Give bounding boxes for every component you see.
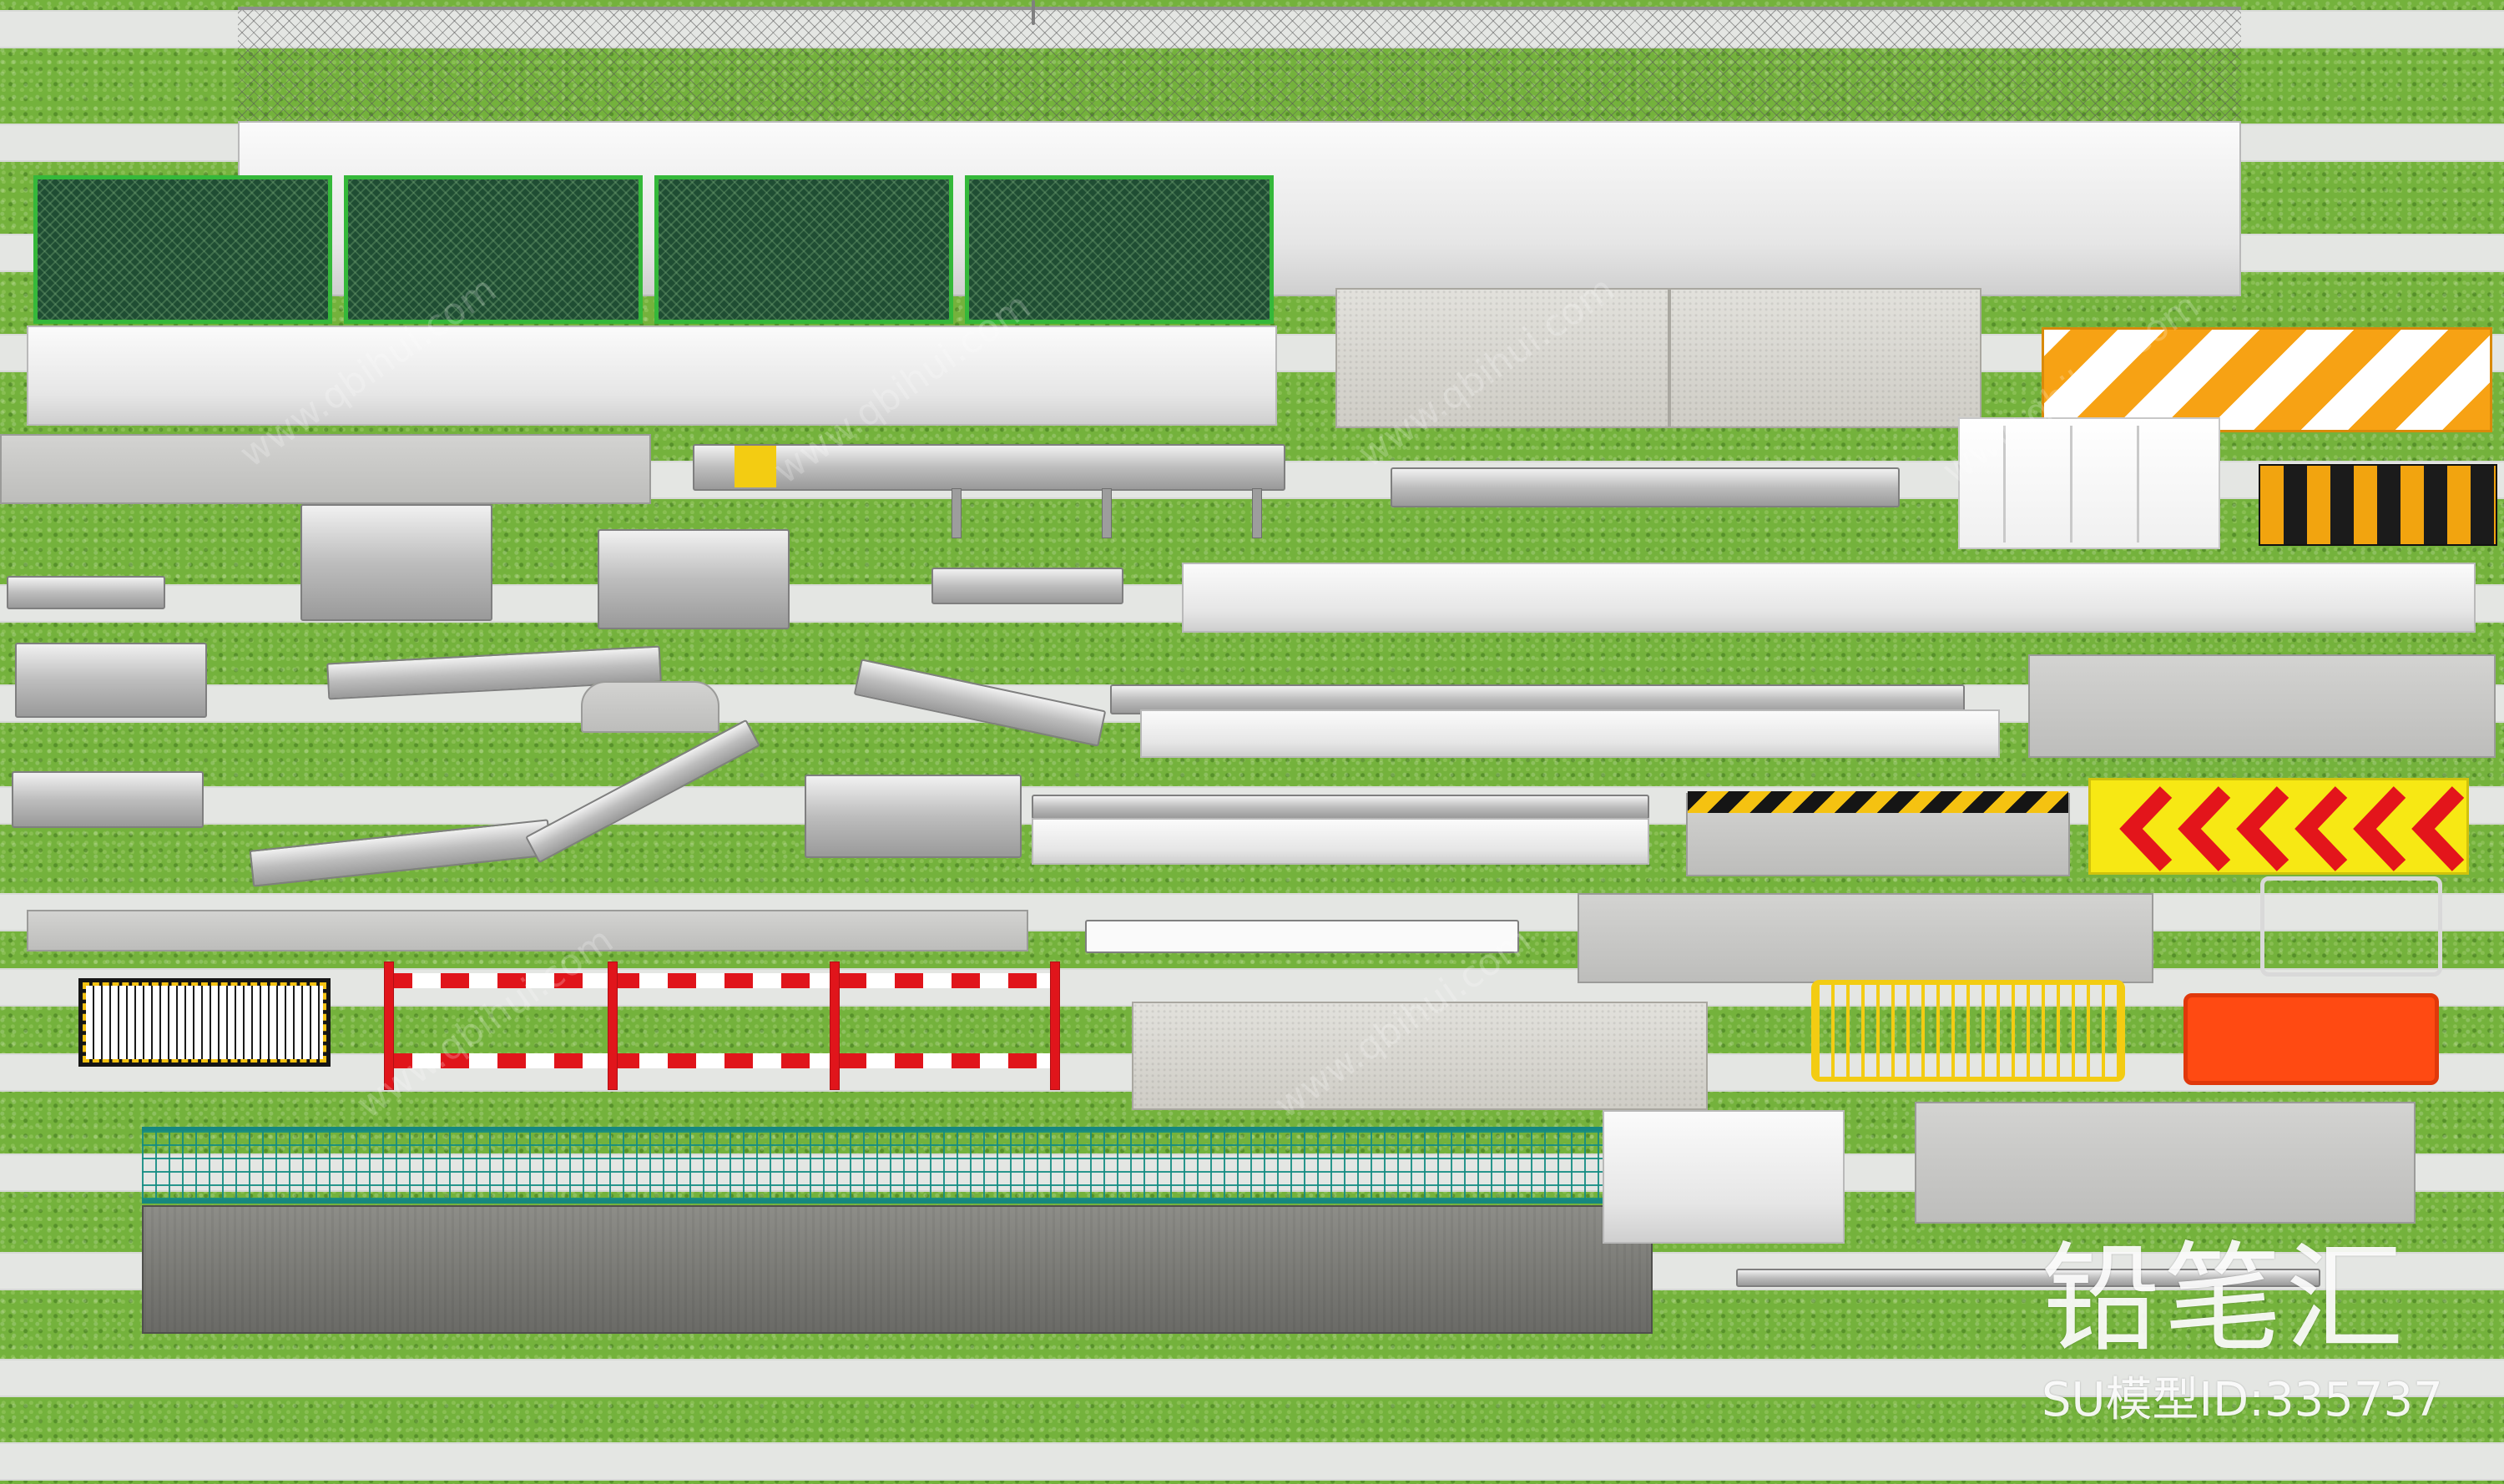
guardrail-post — [1102, 488, 1112, 538]
chevron-warning-sign — [2088, 778, 2469, 875]
short-guardrail — [7, 576, 165, 609]
grey-concrete-block — [2028, 654, 2496, 758]
green-mesh-panel — [654, 175, 953, 324]
concrete-beam — [0, 434, 651, 504]
white-water-filled-barrier — [1958, 417, 2220, 549]
yellow-crowd-control-barrier — [1811, 980, 2125, 1082]
pipe-guardrail — [1736, 1269, 2320, 1287]
short-guardrail — [931, 568, 1123, 604]
red-white-barrier-top-rail — [384, 973, 1058, 988]
black-yellow-hazard-stripe — [1688, 791, 2068, 813]
guardrail-post — [952, 488, 962, 538]
green-mesh-panel — [965, 175, 1274, 324]
orange-striped-barricade — [2042, 327, 2492, 432]
chevron-left-icon — [2119, 786, 2465, 871]
orange-plastic-barrier — [2183, 993, 2439, 1085]
white-pipe-rail — [1085, 920, 1519, 953]
guardrail-post — [1252, 488, 1262, 538]
metal-crowd-barrier-frame — [2260, 876, 2442, 977]
w-beam-guardrail — [1032, 795, 1649, 820]
brand-watermark: 铅笔汇 — [2042, 1230, 2407, 1368]
concrete-wall-segment — [1603, 1110, 1845, 1244]
red-barrier-post — [830, 962, 840, 1090]
teal-mesh-fence — [142, 1127, 1604, 1204]
w-beam-guardrail — [693, 444, 1285, 491]
red-barrier-post — [608, 962, 618, 1090]
black-yellow-barricade — [78, 978, 331, 1067]
model-id-watermark: SU模型ID:335737 — [2042, 1373, 2443, 1427]
long-concrete-beam — [27, 910, 1028, 951]
yellow-end-cap — [735, 446, 776, 487]
stacked-guardrail — [300, 504, 492, 621]
red-barrier-post — [384, 962, 394, 1090]
barrier-divider — [2003, 426, 2006, 543]
low-concrete-barrier — [1032, 818, 1649, 865]
road-lane — [0, 1442, 2504, 1481]
short-guardrail — [15, 643, 207, 718]
angled-guardrail — [853, 659, 1107, 747]
ramped-guardrail — [249, 819, 553, 887]
jersey-barrier — [1335, 288, 1669, 428]
curved-ramp-barrier — [581, 681, 719, 733]
jersey-barrier — [1669, 288, 1981, 428]
stacked-guardrail — [598, 529, 790, 629]
red-barrier-post — [1050, 962, 1060, 1090]
w-beam-guardrail — [1391, 467, 1900, 507]
fence-base-wall — [27, 326, 1277, 426]
barrier-divider — [2070, 426, 2072, 543]
concrete-retaining-wall — [142, 1205, 1653, 1334]
green-mesh-panel — [344, 175, 643, 324]
concrete-slab — [1132, 1002, 1708, 1110]
green-mesh-panel — [33, 175, 332, 324]
red-white-barrier-bottom-rail — [384, 1053, 1058, 1068]
short-guardrail — [12, 771, 204, 828]
long-concrete-barrier — [1182, 563, 2476, 633]
w-beam-guardrail — [1032, 0, 1035, 25]
concrete-barrier-block — [1578, 893, 2153, 983]
barrier-divider — [2137, 426, 2139, 543]
low-concrete-barrier — [1140, 709, 2000, 758]
chain-link-fence — [238, 7, 2241, 124]
black-yellow-barrier-block — [2259, 464, 2497, 546]
road-lane — [0, 1359, 2504, 1397]
stacked-guardrail — [805, 775, 1022, 858]
large-concrete-block — [1915, 1102, 2416, 1224]
